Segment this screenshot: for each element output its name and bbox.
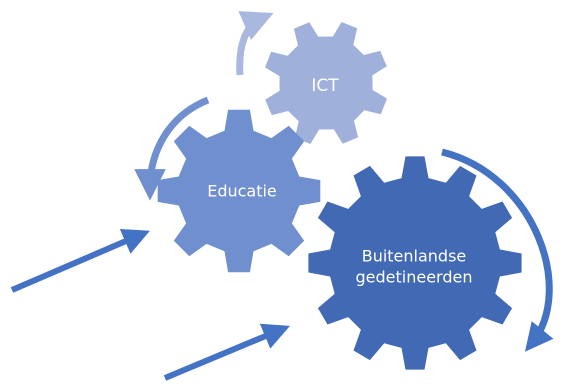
input-arrow-lower (163, 323, 290, 381)
ict-label: ICT (311, 76, 339, 96)
buitenlandse-label-line2: gedetineerden (356, 268, 473, 287)
educatie-label: Educatie (207, 182, 277, 201)
buitenlandse-label-line1: Buitenlandse (362, 247, 467, 266)
ict-cycle-arrow (236, 11, 274, 76)
educatie-gear (157, 109, 321, 273)
ict-gear (265, 22, 387, 144)
educatie-cycle-arrow (134, 96, 210, 201)
buitenlandse-gedetineerden-gear (308, 156, 522, 370)
input-arrow-upper (10, 228, 150, 293)
buitenlandse-cycle-arrow (441, 148, 554, 352)
